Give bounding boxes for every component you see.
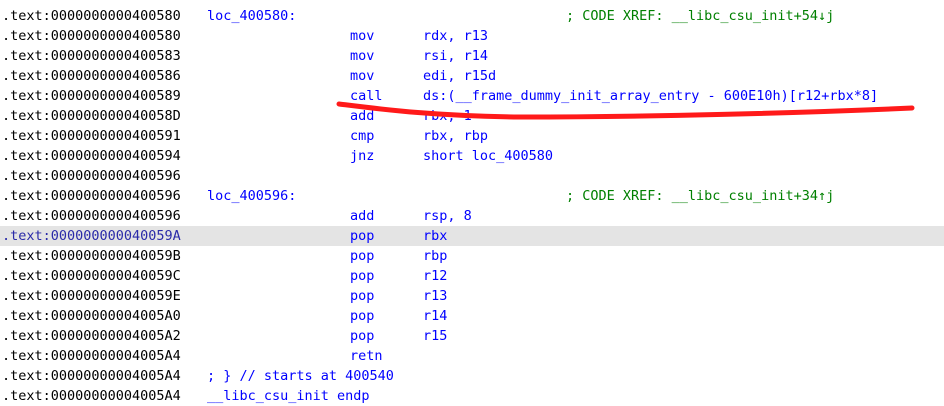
row-address[interactable]: .text:00000000004005A2 — [2, 328, 181, 344]
listing-row[interactable]: .text:00000000004005A4 ; } // starts at 4… — [0, 366, 944, 386]
code-label[interactable]: loc_400580: — [207, 8, 297, 24]
row-address[interactable]: .text:000000000040059C — [2, 268, 181, 284]
row-address[interactable]: .text:0000000000400596 — [2, 168, 181, 184]
instruction-mnemonic[interactable]: mov — [350, 28, 375, 44]
instruction-mnemonic[interactable]: pop — [350, 288, 375, 304]
listing-row[interactable]: .text:00000000004005A2 pop r15 — [0, 326, 944, 346]
listing-row[interactable]: .text:0000000000400580 mov rdx, r13 — [0, 26, 944, 46]
instruction-operands[interactable]: rdx, r13 — [423, 28, 489, 44]
row-address[interactable]: .text:000000000040059E — [2, 288, 181, 304]
row-address[interactable]: .text:0000000000400594 — [2, 148, 181, 164]
instruction-mnemonic[interactable]: pop — [350, 308, 375, 324]
row-address[interactable]: .text:0000000000400583 — [2, 48, 181, 64]
listing-row[interactable]: .text:0000000000400596 — [0, 166, 944, 186]
row-address[interactable]: .text:00000000004005A4 — [2, 348, 181, 364]
listing-row[interactable]: .text:0000000000400594 jnz short loc_40058… — [0, 146, 944, 166]
xref-comment[interactable]: ; CODE XREF: __libc_csu_init+54↓j — [566, 8, 835, 24]
listing-row[interactable]: .text:0000000000400589 call ds:(__frame_du… — [0, 86, 944, 106]
instruction-operands[interactable]: rbp — [423, 248, 448, 264]
code-label[interactable]: loc_400596: — [207, 188, 297, 204]
listing-row[interactable]: .text:0000000000400591 cmp rbx, rbp — [0, 126, 944, 146]
instruction-operands[interactable]: edi, r15d — [423, 68, 497, 84]
listing-row[interactable]: .text:00000000004005A4 retn — [0, 346, 944, 366]
instruction-mnemonic[interactable]: add — [350, 108, 375, 124]
instruction-operands[interactable]: r14 — [423, 308, 448, 324]
function-end-text[interactable]: ; } // starts at 400540 — [207, 368, 394, 384]
function-end-text[interactable]: __libc_csu_init endp — [207, 388, 370, 404]
instruction-mnemonic[interactable]: mov — [350, 48, 375, 64]
row-address[interactable]: .text:0000000000400591 — [2, 128, 181, 144]
instruction-operands[interactable]: short loc_400580 — [423, 148, 554, 164]
row-address[interactable]: .text:00000000004005A4 — [2, 388, 181, 404]
listing-row[interactable]: .text:0000000000400580 loc_400580: ; CODE … — [0, 6, 944, 26]
instruction-operands[interactable]: r13 — [423, 288, 448, 304]
instruction-operands[interactable]: rsi, r14 — [423, 48, 489, 64]
listing-row[interactable]: .text:0000000000400596 loc_400596: ; CODE … — [0, 186, 944, 206]
listing-row[interactable]: .text:000000000040059A pop rbx — [0, 226, 944, 246]
instruction-operands[interactable]: rbx, rbp — [423, 128, 489, 144]
row-address[interactable]: .text:000000000040058D — [2, 108, 181, 124]
listing-row[interactable]: .text:000000000040059B pop rbp — [0, 246, 944, 266]
instruction-operands[interactable]: r12 — [423, 268, 448, 284]
listing-row[interactable]: .text:0000000000400586 mov edi, r15d — [0, 66, 944, 86]
row-address[interactable]: .text:0000000000400580 — [2, 8, 181, 24]
row-address[interactable]: .text:0000000000400589 — [2, 88, 181, 104]
row-address[interactable]: .text:0000000000400596 — [2, 208, 181, 224]
instruction-mnemonic[interactable]: cmp — [350, 128, 375, 144]
instruction-mnemonic[interactable]: pop — [350, 228, 375, 244]
instruction-operands[interactable]: rbx, 1 — [423, 108, 472, 124]
row-address[interactable]: .text:0000000000400596 — [2, 188, 181, 204]
listing-row[interactable]: .text:0000000000400596 add rsp, 8 — [0, 206, 944, 226]
row-address[interactable]: .text:00000000004005A0 — [2, 308, 181, 324]
instruction-mnemonic[interactable]: jnz — [350, 148, 375, 164]
instruction-mnemonic[interactable]: pop — [350, 248, 375, 264]
instruction-mnemonic[interactable]: add — [350, 208, 375, 224]
instruction-mnemonic[interactable]: mov — [350, 68, 375, 84]
listing-row[interactable]: .text:00000000004005A4 __libc_csu_init en… — [0, 386, 944, 406]
instruction-operands[interactable]: rbx — [423, 228, 448, 244]
row-address[interactable]: .text:0000000000400580 — [2, 28, 181, 44]
listing-row[interactable]: .text:000000000040059C pop r12 — [0, 266, 944, 286]
row-address[interactable]: .text:00000000004005A4 — [2, 368, 181, 384]
row-address[interactable]: .text:000000000040059B — [2, 248, 181, 264]
instruction-operands[interactable]: r15 — [423, 328, 448, 344]
instruction-operands[interactable]: ds:(__frame_dummy_init_array_entry - 600… — [423, 88, 879, 104]
instruction-mnemonic[interactable]: pop — [350, 328, 375, 344]
listing-row[interactable]: .text:000000000040059E pop r13 — [0, 286, 944, 306]
listing-row[interactable]: .text:0000000000400583 mov rsi, r14 — [0, 46, 944, 66]
row-address[interactable]: .text:000000000040059A — [2, 228, 181, 244]
listing-row[interactable]: .text:000000000040058D add rbx, 1 — [0, 106, 944, 126]
xref-comment[interactable]: ; CODE XREF: __libc_csu_init+34↑j — [566, 188, 835, 204]
instruction-mnemonic[interactable]: retn — [350, 348, 383, 364]
instruction-mnemonic[interactable]: call — [350, 88, 383, 104]
instruction-operands[interactable]: rsp, 8 — [423, 208, 472, 224]
instruction-mnemonic[interactable]: pop — [350, 268, 375, 284]
listing-row[interactable]: .text:00000000004005A0 pop r14 — [0, 306, 944, 326]
row-address[interactable]: .text:0000000000400586 — [2, 68, 181, 84]
